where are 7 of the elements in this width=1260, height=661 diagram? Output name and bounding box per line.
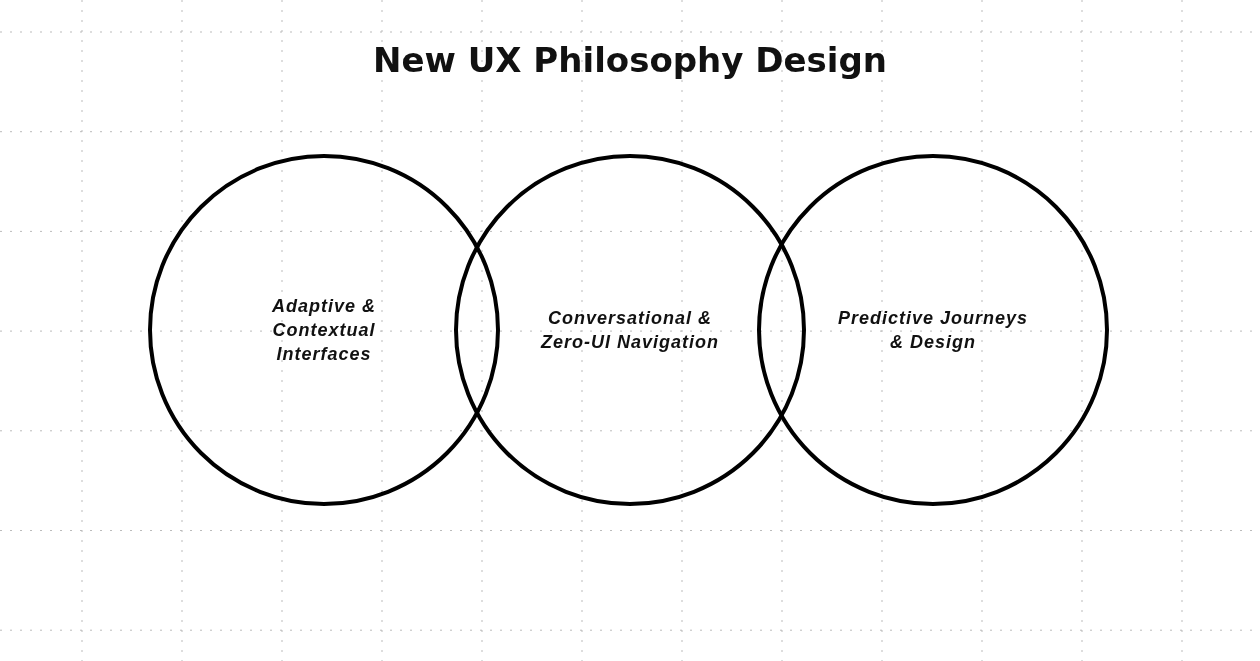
circle-label: Predictive Journeys & Design (836, 306, 1030, 354)
diagram-title: New UX Philosophy Design (371, 40, 889, 80)
venn-circle (454, 154, 806, 506)
circle-label: Conversational & Zero-UI Navigation (539, 306, 720, 354)
circle-label: Adaptive & Contextual Interfaces (271, 294, 377, 367)
venn-circle (148, 154, 500, 506)
venn-circle (757, 154, 1109, 506)
